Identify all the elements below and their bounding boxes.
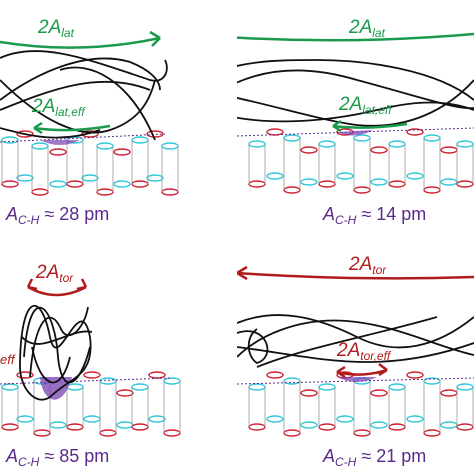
panel-a: 2Alat 2Alat,eff AC-H ≈ 28 pm xyxy=(0,0,237,237)
panel-a-lateral-amplitude: 2Alat xyxy=(38,17,74,40)
graphite-lattice xyxy=(1,371,181,437)
tip-trajectory xyxy=(19,304,93,401)
panel-d-ach-value: AC-H ≈ 21 pm xyxy=(323,446,427,469)
graphite-lattice xyxy=(1,130,179,196)
graphite-lattice xyxy=(248,371,474,437)
panel-c-effective-torsional-amplitude: eff xyxy=(0,352,15,367)
panel-c-ach-value: AC-H ≈ 85 pm xyxy=(6,446,110,469)
panel-d-effective-torsional-amplitude: 2Ator,eff xyxy=(337,340,391,363)
panel-c: 2Ator eff AC-H ≈ 85 pm xyxy=(0,237,237,474)
panel-b-effective-lateral-amplitude: 2Alat,eff xyxy=(339,94,392,117)
panel-b: b) 2Alat 2Alat,eff AC-H ≈ 14 pm xyxy=(237,0,474,237)
panel-a-ach-value: AC-H ≈ 28 pm xyxy=(6,204,110,227)
panel-b-lateral-amplitude: 2Alat xyxy=(349,17,385,40)
panel-d: d) 2Ator 2Ator,eff AC-H ≈ 21 pm xyxy=(237,237,474,474)
tip-trajectory xyxy=(237,59,474,127)
tip-trajectory xyxy=(237,314,474,368)
panel-b-ach-value: AC-H ≈ 14 pm xyxy=(323,204,427,227)
panel-c-torsional-amplitude: 2Ator xyxy=(36,262,74,285)
panel-c-graphic xyxy=(0,278,181,437)
panel-b-graphic xyxy=(237,32,474,194)
tip-trajectory xyxy=(0,50,168,141)
panel-a-effective-lateral-amplitude: 2Alat,eff xyxy=(32,96,85,119)
panel-a-graphic xyxy=(0,30,179,196)
panel-d-torsional-amplitude: 2Ator xyxy=(349,254,387,277)
panel-d-graphic xyxy=(237,265,474,437)
graphite-lattice xyxy=(248,128,474,194)
